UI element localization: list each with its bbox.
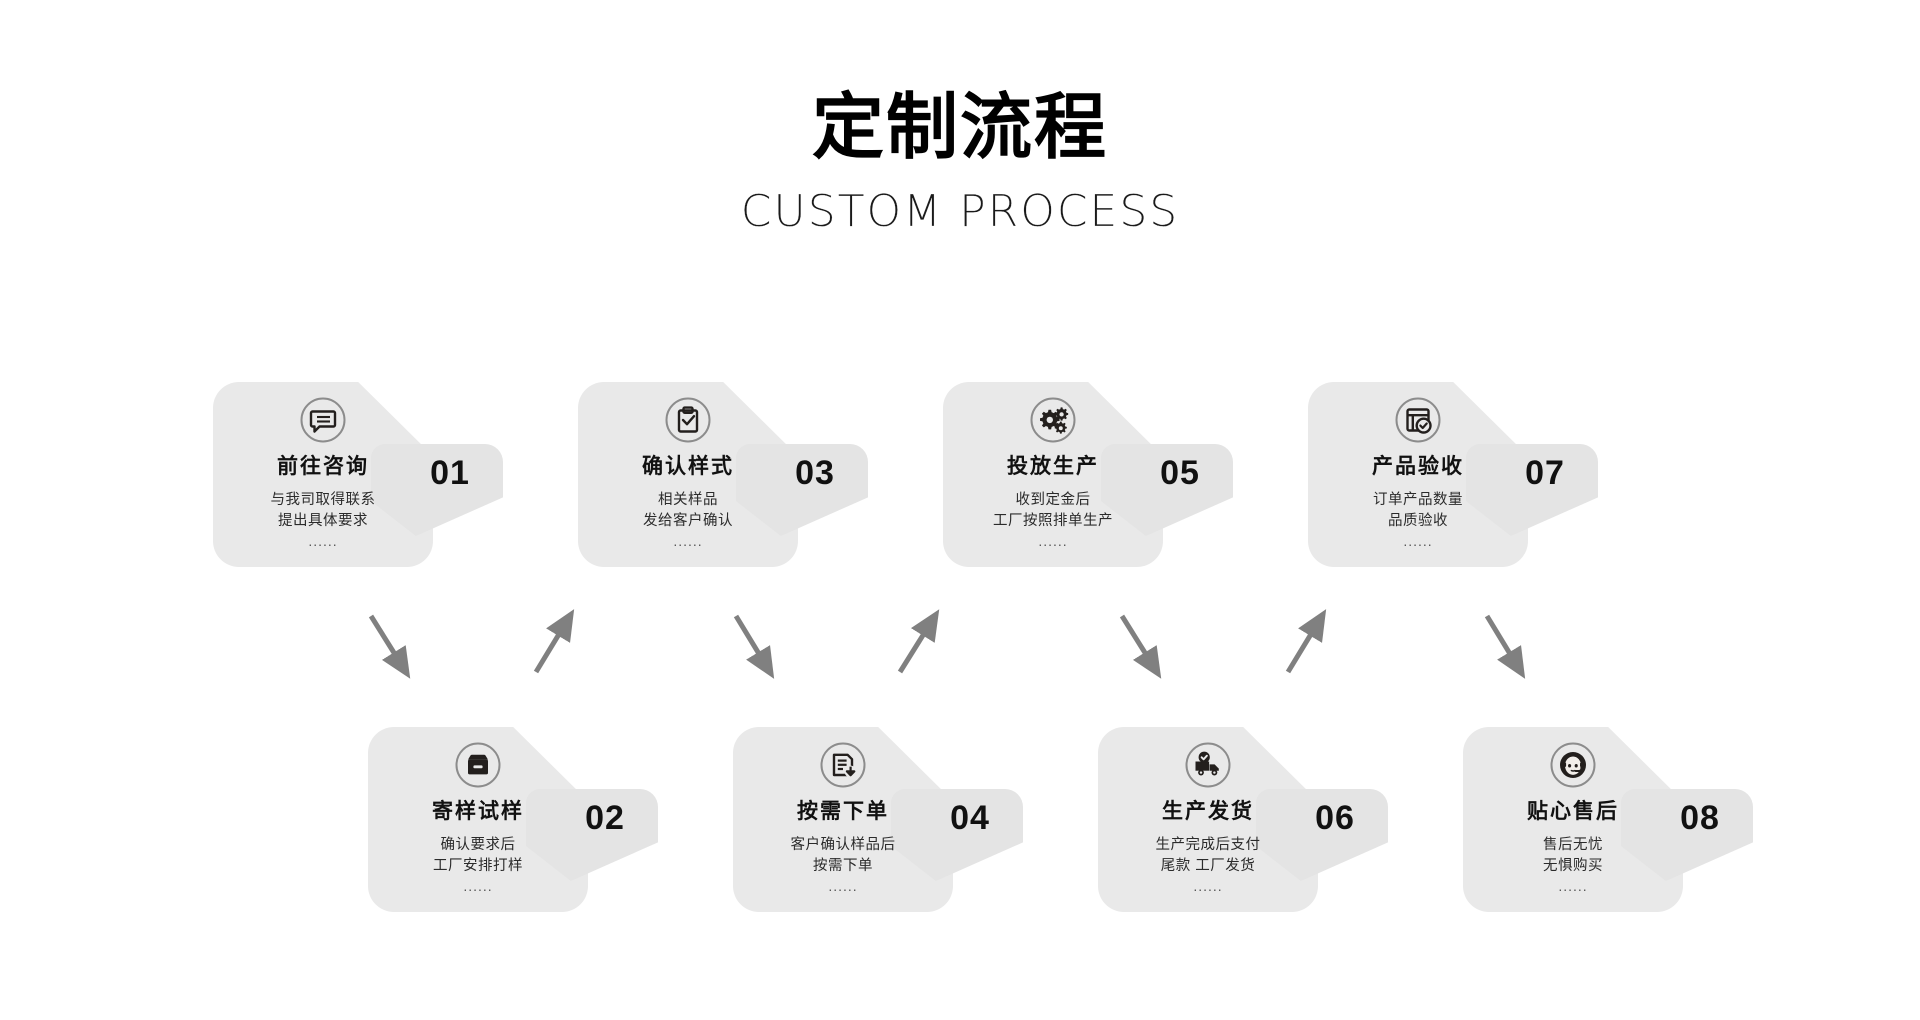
step-title: 按需下单 bbox=[797, 800, 889, 823]
step-number: 07 bbox=[1525, 454, 1565, 492]
document-download-icon bbox=[733, 741, 953, 794]
step-title: 投放生产 bbox=[1007, 455, 1099, 478]
step-description: 与我司取得联系 提出具体要求 bbox=[270, 492, 376, 529]
step-ellipsis: ...... bbox=[308, 533, 338, 549]
page-title: 定制流程 bbox=[811, 88, 1108, 168]
arrow-07-to-08 bbox=[1484, 614, 1526, 679]
window-check-icon bbox=[1308, 396, 1528, 449]
clipboard-check-icon bbox=[578, 396, 798, 449]
step-ellipsis: ...... bbox=[1193, 878, 1223, 894]
step-ellipsis: ...... bbox=[673, 533, 703, 549]
process-step-06[interactable]: 生产发货 生产完成后支付 尾款 工厂发货 ...... 06 bbox=[1098, 727, 1388, 912]
process-step-03[interactable]: 确认样式 相关样品 发给客户确认 ...... 03 bbox=[578, 382, 868, 567]
step-description: 收到定金后 工厂按照排单生产 bbox=[993, 492, 1113, 529]
step-description: 生产完成后支付 尾款 工厂发货 bbox=[1155, 837, 1261, 874]
step-ellipsis: ...... bbox=[1403, 533, 1433, 549]
step-number: 05 bbox=[1160, 454, 1200, 492]
step-number: 08 bbox=[1680, 799, 1720, 837]
step-title: 寄样试样 bbox=[432, 800, 524, 823]
arrow-06-to-07 bbox=[1285, 609, 1327, 674]
step-ellipsis: ...... bbox=[1558, 878, 1588, 894]
process-step-01[interactable]: 前往咨询 与我司取得联系 提出具体要求 ...... 01 bbox=[213, 382, 503, 567]
page-subtitle: CUSTOM PROCESS bbox=[740, 186, 1180, 237]
speech-bubble-icon bbox=[213, 396, 433, 449]
step-description: 售后无忧 无惧购买 bbox=[1543, 837, 1603, 874]
step-description: 订单产品数量 品质验收 bbox=[1373, 492, 1463, 529]
step-number: 04 bbox=[950, 799, 990, 837]
process-step-08[interactable]: 贴心售后 售后无忧 无惧购买 ...... 08 bbox=[1463, 727, 1753, 912]
step-title: 贴心售后 bbox=[1527, 800, 1619, 823]
headset-support-icon bbox=[1463, 741, 1683, 794]
arrow-03-to-04 bbox=[733, 614, 775, 679]
step-number: 01 bbox=[430, 454, 470, 492]
process-step-04[interactable]: 按需下单 客户确认样品后 按需下单 ...... 04 bbox=[733, 727, 1023, 912]
arrow-01-to-02 bbox=[368, 614, 411, 679]
step-title: 生产发货 bbox=[1162, 800, 1254, 823]
step-description: 确认要求后 工厂安排打样 bbox=[433, 837, 523, 874]
step-ellipsis: ...... bbox=[1038, 533, 1068, 549]
step-number: 06 bbox=[1315, 799, 1355, 837]
step-title: 前往咨询 bbox=[277, 455, 369, 478]
process-step-07[interactable]: 产品验收 订单产品数量 品质验收 ...... 07 bbox=[1308, 382, 1598, 567]
arrow-04-to-05 bbox=[897, 609, 940, 674]
arrow-02-to-03 bbox=[533, 609, 575, 674]
gears-icon bbox=[943, 396, 1163, 449]
step-description: 相关样品 发给客户确认 bbox=[643, 492, 733, 529]
header: 定制流程 CUSTOM PROCESS bbox=[0, 0, 1920, 234]
process-step-05[interactable]: 投放生产 收到定金后 工厂按照排单生产 ...... 05 bbox=[943, 382, 1233, 567]
delivery-truck-icon bbox=[1098, 741, 1318, 794]
step-title: 确认样式 bbox=[642, 455, 734, 478]
step-number: 02 bbox=[585, 799, 625, 837]
process-step-02[interactable]: 寄样试样 确认要求后 工厂安排打样 ...... 02 bbox=[368, 727, 658, 912]
step-ellipsis: ...... bbox=[463, 878, 493, 894]
arrow-05-to-06 bbox=[1119, 614, 1162, 679]
step-title: 产品验收 bbox=[1372, 455, 1464, 478]
package-box-icon bbox=[368, 741, 588, 794]
step-description: 客户确认样品后 按需下单 bbox=[790, 837, 896, 874]
step-ellipsis: ...... bbox=[828, 878, 858, 894]
step-number: 03 bbox=[795, 454, 835, 492]
